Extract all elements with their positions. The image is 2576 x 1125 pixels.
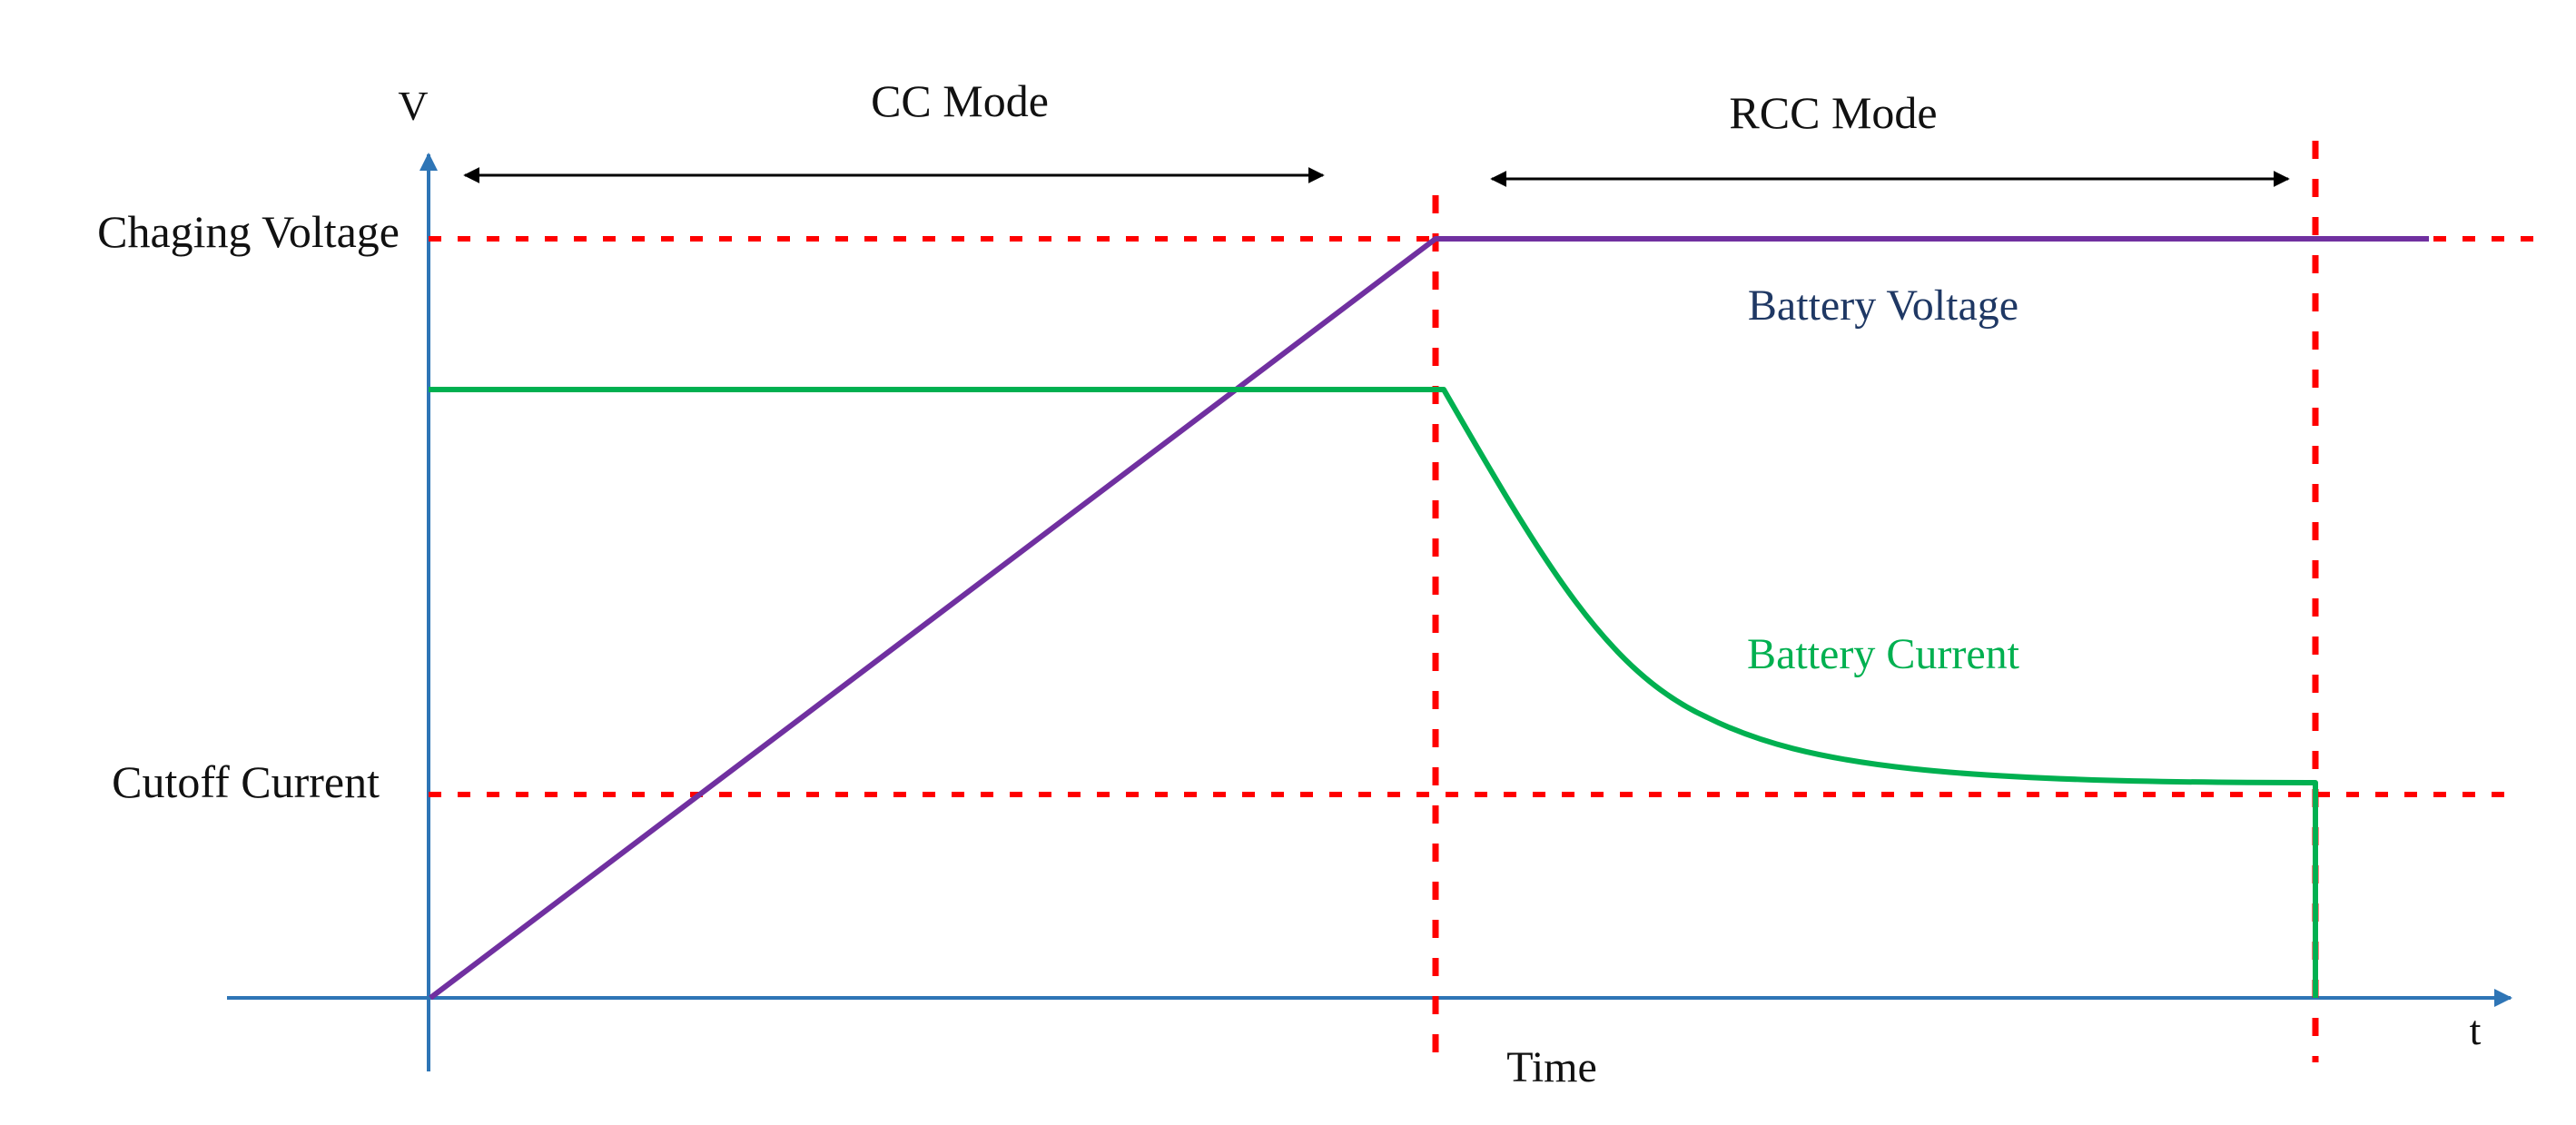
battery-voltage-curve [429, 236, 2429, 1001]
battery-current-curve [429, 387, 2318, 998]
cc-mode-label: CC Mode [871, 75, 1049, 126]
rcc-mode-label: RCC Mode [1729, 87, 1937, 138]
battery-voltage-label: Battery Voltage [1748, 281, 2018, 330]
x-axis-label: t [2470, 1007, 2482, 1053]
y-axis-label: V [398, 83, 428, 129]
cutoff-current-label: Cutoff Current [112, 756, 380, 807]
battery-current-label: Battery Current [1747, 630, 2020, 678]
charging-voltage-label: Chaging Voltage [97, 206, 400, 257]
time-label: Time [1506, 1043, 1597, 1091]
